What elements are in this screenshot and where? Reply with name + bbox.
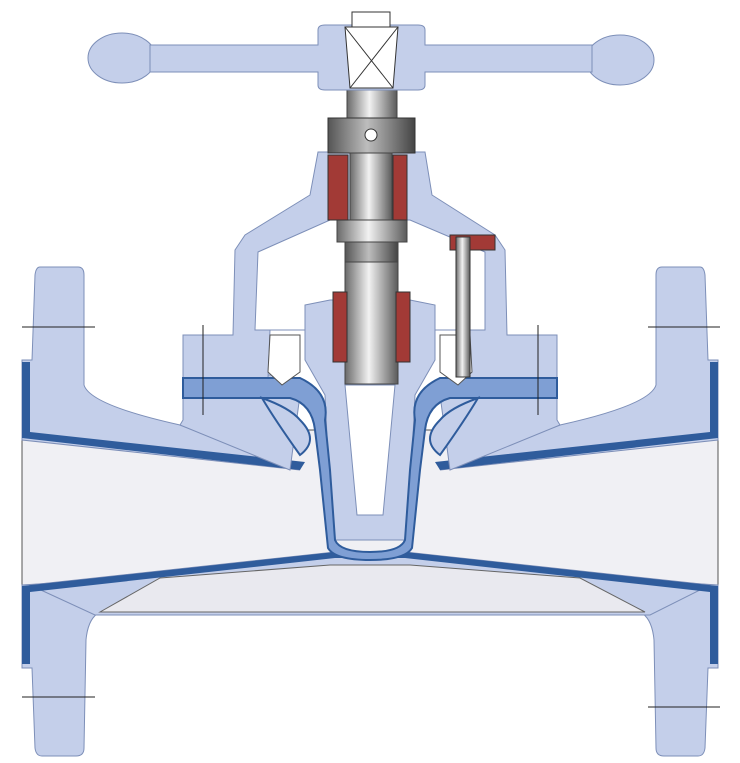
lining-upper-right: [435, 362, 718, 470]
collar-pin-hole: [364, 128, 378, 142]
left-flange: [21, 266, 301, 471]
compressor-pocket: [344, 384, 396, 516]
lining-upper-left: [22, 362, 305, 470]
stem-shaft: [349, 152, 393, 224]
packing-left-upper: [327, 154, 349, 221]
stem-upper: [346, 87, 398, 121]
clip-left: [267, 334, 301, 386]
diaphragm: [182, 377, 558, 562]
weir-cavity: [98, 564, 646, 613]
handwheel-nut: [351, 11, 391, 28]
stem-spindle: [344, 261, 399, 385]
stem-square-icon: [344, 26, 399, 89]
diaphragm-bead-left: [259, 396, 311, 457]
indicator-pin: [455, 236, 471, 378]
packing-right-upper: [392, 154, 408, 221]
handwheel-right-grip: [585, 34, 655, 86]
stem-lower: [344, 241, 399, 263]
diaphragm-bead-right: [429, 396, 481, 457]
handwheel-left-grip: [87, 32, 157, 84]
bolt-centerlines: [22, 325, 720, 708]
stem-bushing: [336, 219, 408, 243]
right-flange: [439, 266, 719, 471]
nut-left: [332, 291, 348, 363]
nut-right: [395, 291, 411, 363]
